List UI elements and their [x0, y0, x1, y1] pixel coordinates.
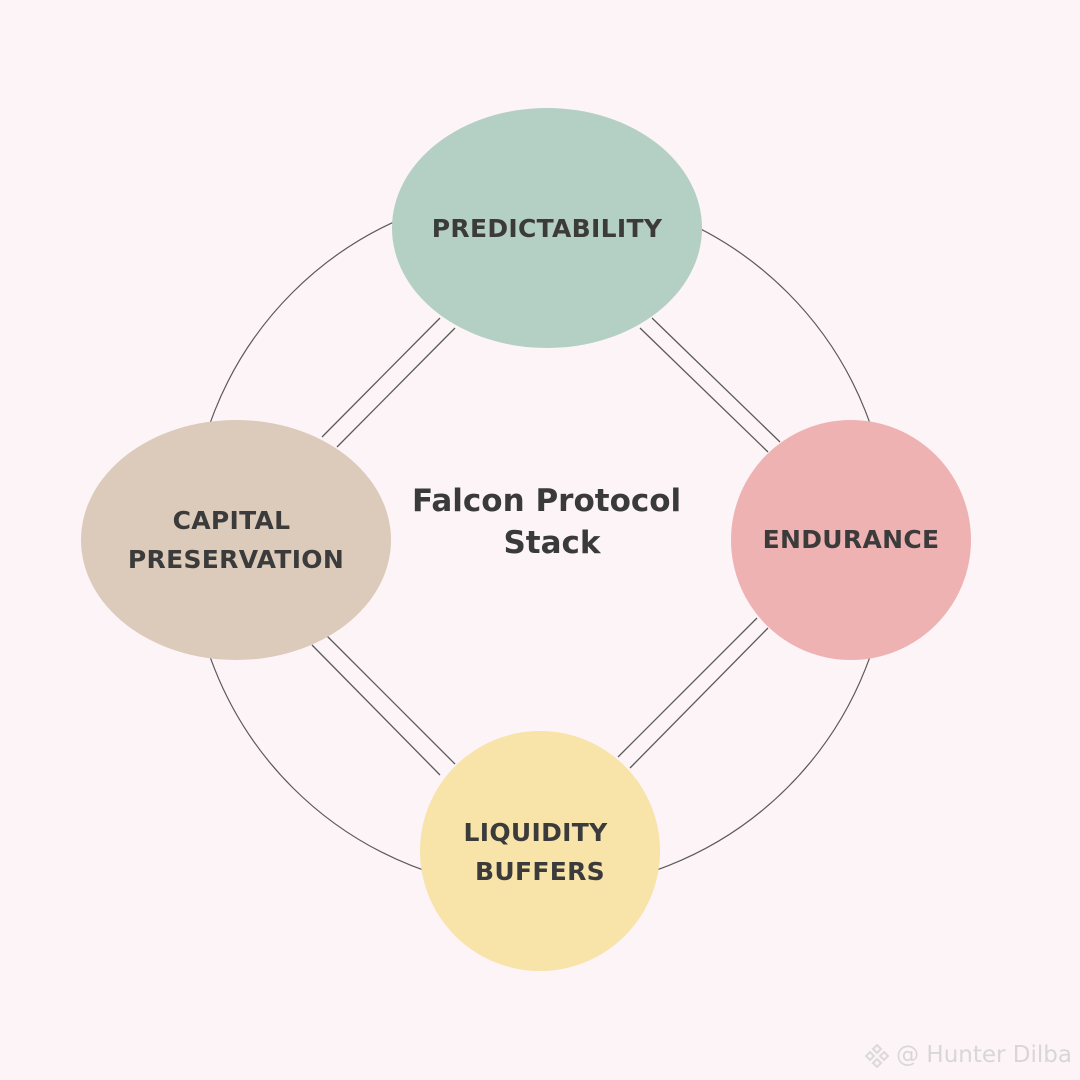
connector-top-right: [639, 317, 781, 453]
node-endurance: [731, 420, 971, 660]
node-capital-preservation-label: CAPITAL PRESERVATION: [128, 506, 344, 574]
node-liquidity-buffers-label: LIQUIDITY BUFFERS: [463, 818, 616, 886]
node-capital-preservation: [81, 420, 391, 660]
binance-square-icon: [864, 1043, 890, 1068]
connector-right-bottom: [617, 617, 769, 769]
connector-top-left: [321, 317, 456, 448]
node-predictability-label: PREDICTABILITY: [432, 214, 663, 243]
watermark-text: @ Hunter Dilba: [896, 1042, 1072, 1068]
connector-left-bottom: [311, 635, 456, 776]
node-liquidity-buffers: [420, 731, 660, 971]
watermark: @ Hunter Dilba: [864, 1042, 1072, 1068]
node-predictability: [392, 108, 702, 348]
center-title: Falcon Protocol Stack: [412, 483, 692, 561]
node-endurance-label: ENDURANCE: [763, 525, 940, 554]
